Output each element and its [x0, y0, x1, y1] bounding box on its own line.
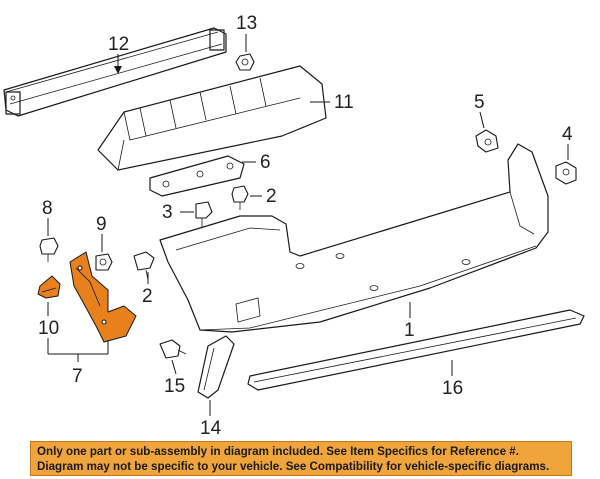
notice-banner: Only one part or sub-assembly in diagram…	[30, 441, 572, 476]
fastener-13	[235, 53, 255, 71]
callout-16: 16	[442, 378, 463, 399]
callout-5: 5	[474, 92, 485, 113]
callout-11: 11	[334, 92, 354, 113]
notice-line-2: Diagram may not be specific to your vehi…	[37, 460, 550, 473]
callout-14: 14	[200, 418, 222, 439]
callout-7: 7	[72, 366, 83, 387]
callout-13: 13	[236, 13, 257, 34]
part-11-energy-absorber	[97, 65, 327, 171]
fastener-5	[475, 129, 499, 153]
part-7-side-bracket	[69, 251, 137, 343]
fastener-8	[39, 237, 59, 262]
callout-6: 6	[260, 152, 271, 173]
callout-2-top: 2	[266, 186, 277, 207]
callout-4: 4	[562, 124, 573, 145]
part-14-reflector	[197, 335, 235, 399]
part-6-bracket	[149, 155, 245, 197]
part-10-retainer	[37, 275, 61, 299]
callout-labels: 12 13 11 5 4 6 2 3 8 9 2 10 7 15 14 1 16	[38, 13, 573, 439]
callout-15: 15	[164, 376, 185, 397]
fastener-3	[195, 201, 213, 228]
leader-lines	[47, 34, 569, 416]
part-1-bumper-cover	[159, 143, 549, 333]
fastener-4	[555, 161, 577, 185]
notice-line-1: Only one part or sub-assembly in diagram…	[37, 445, 519, 458]
callout-2-left: 2	[142, 286, 153, 307]
fastener-15	[159, 339, 187, 359]
callout-10: 10	[38, 318, 59, 339]
fastener-9	[95, 253, 113, 271]
fastener-2b	[133, 251, 155, 281]
fastener-2a	[231, 185, 249, 210]
callout-3: 3	[162, 202, 173, 223]
callout-8: 8	[42, 198, 53, 219]
callout-1: 1	[404, 320, 415, 341]
part-12-reinforcement-beam	[3, 27, 227, 117]
callout-9: 9	[96, 214, 107, 235]
callout-12: 12	[108, 34, 129, 55]
parts-diagram: 12 13 11 5 4 6 2 3 8 9 2 10 7 15 14 1 16	[3, 13, 585, 439]
part-16-molding	[247, 309, 585, 391]
